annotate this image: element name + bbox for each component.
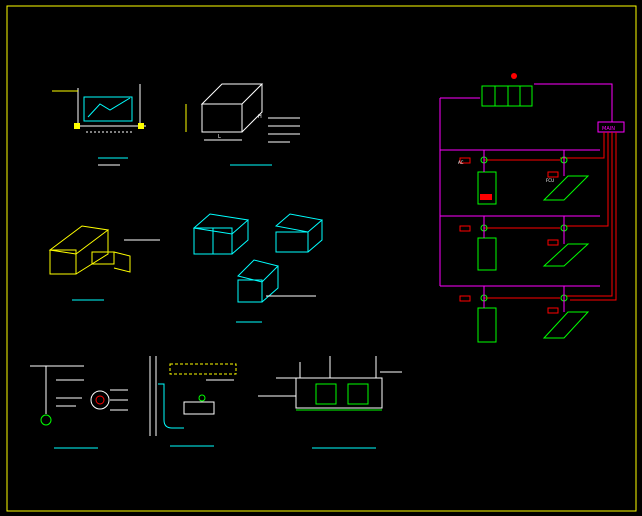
drawing-frame <box>6 5 637 512</box>
pump-icon <box>90 390 110 410</box>
detail-duct-support <box>52 84 146 166</box>
detail-wall-penetration <box>149 356 237 447</box>
fan-icon <box>315 383 337 405</box>
detail-duct-box: H L <box>185 83 300 166</box>
cooling-unit-icon <box>481 85 533 107</box>
detail-ahu-section <box>258 356 402 449</box>
main-controller <box>597 121 625 133</box>
tag-h: H <box>258 114 262 120</box>
detail-fan-coil <box>30 365 128 449</box>
detail-duct-joints <box>192 213 324 323</box>
detail-branch-duct <box>48 225 160 301</box>
piping-system: MAIN <box>439 73 625 343</box>
tag-main: MAIN <box>602 126 615 132</box>
valve-icon <box>198 394 206 402</box>
tag-fcu: FCU <box>546 178 554 183</box>
tag-l: L <box>218 134 221 140</box>
tag-ac: AC <box>458 160 464 165</box>
